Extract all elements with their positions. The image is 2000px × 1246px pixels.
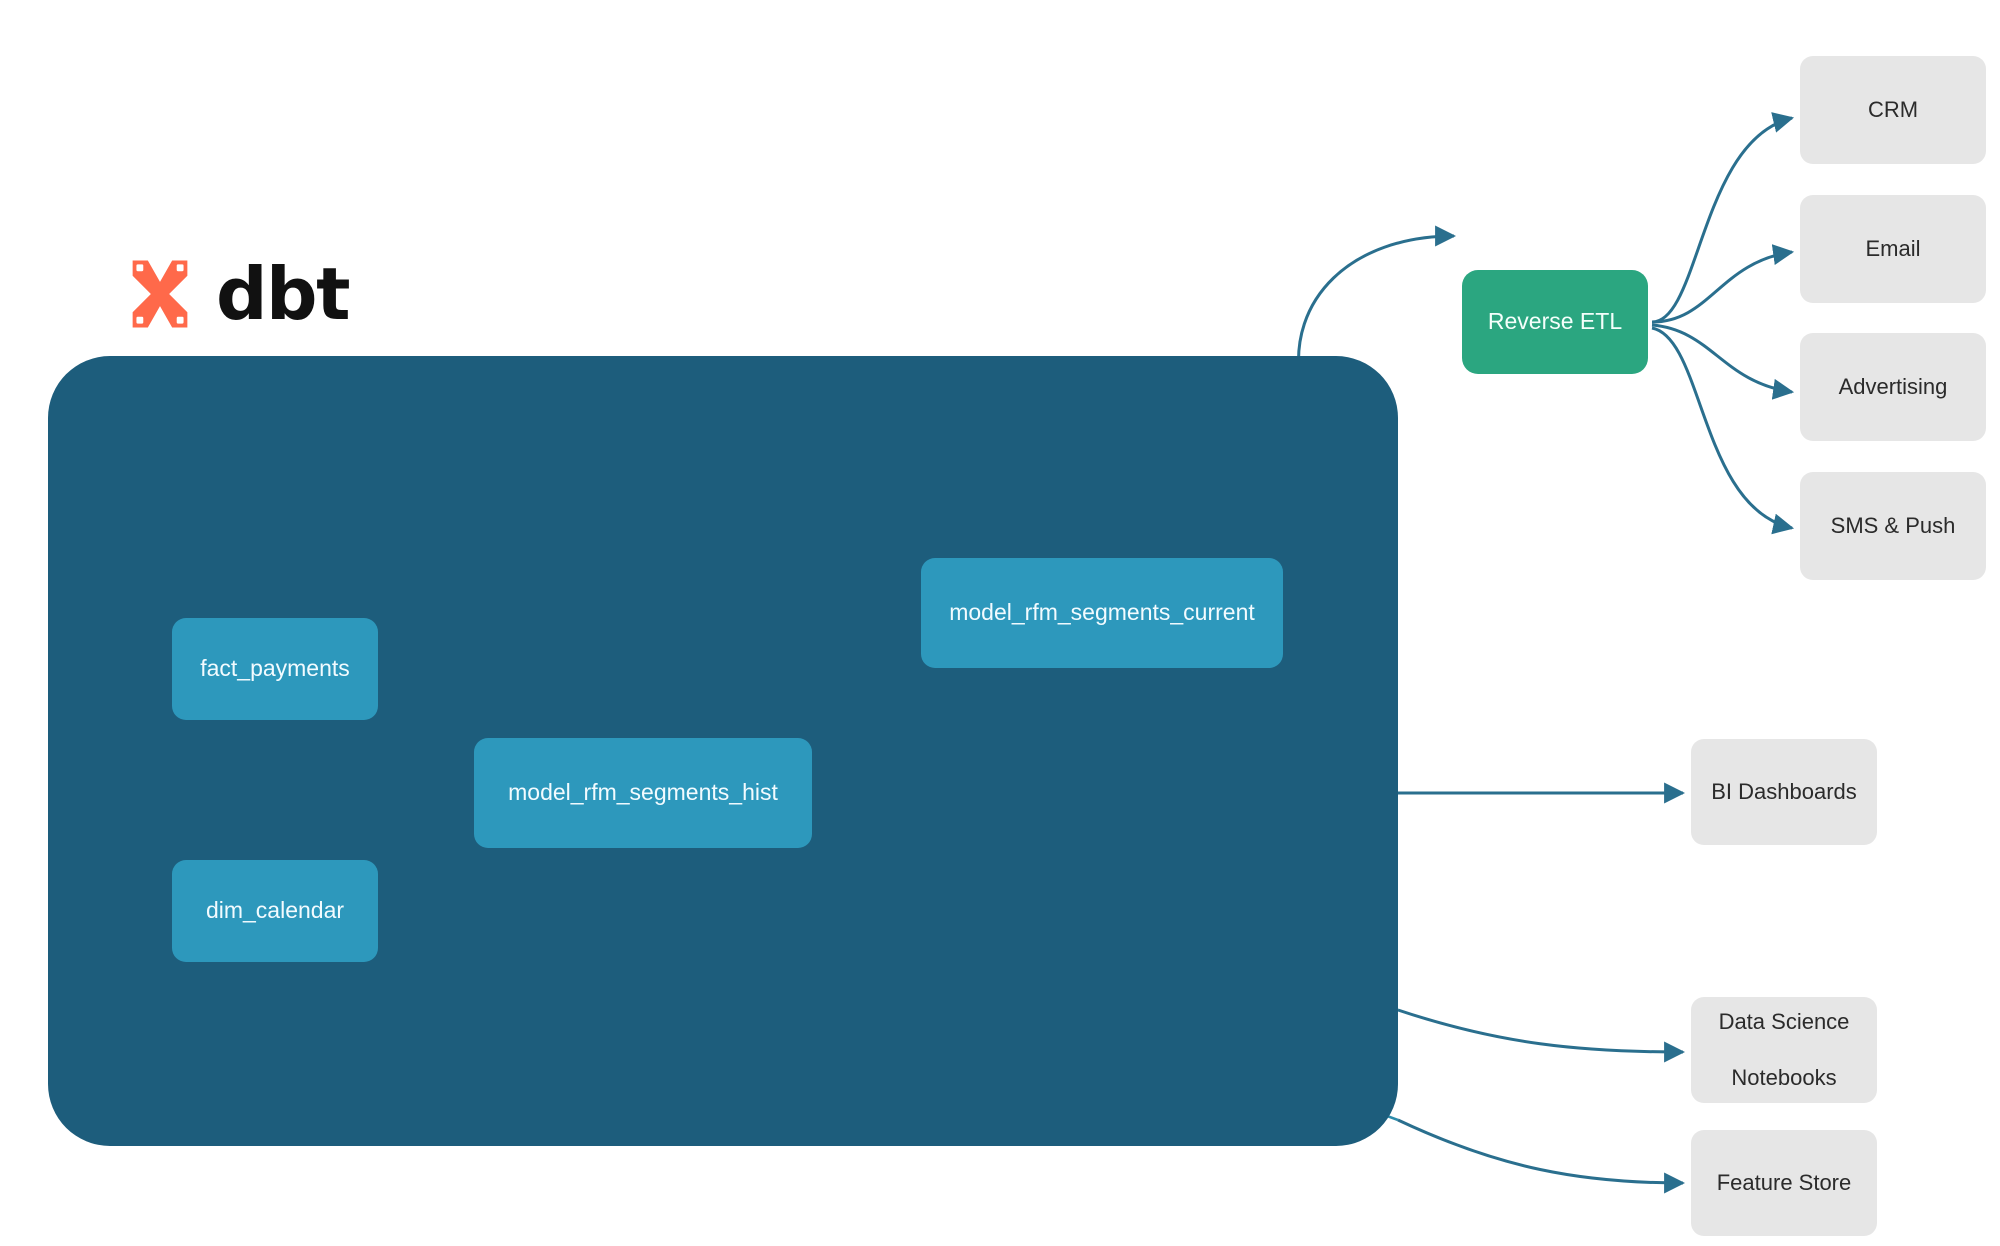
node-label: Email <box>1865 235 1921 261</box>
node-bi-dashboards[interactable]: BI Dashboards <box>1691 739 1877 845</box>
node-feature-store[interactable]: Feature Store <box>1691 1130 1877 1236</box>
node-label: CRM <box>1867 96 1919 122</box>
node-model-rfm-segments-current[interactable]: model_rfm_segments_current <box>921 558 1283 668</box>
node-email[interactable]: Email <box>1800 195 1986 303</box>
edge-retl-to-advertising <box>1651 323 1795 400</box>
node-label: BI Dashboards <box>1711 778 1857 804</box>
node-label: model_rfm_segments_current <box>949 599 1255 626</box>
node-fact-payments[interactable]: fact_payments <box>172 618 378 720</box>
node-label: dim_calendar <box>205 897 345 924</box>
edge-retl-to-crm <box>1651 112 1795 324</box>
node-model-rfm-segments-hist[interactable]: model_rfm_segments_hist <box>474 738 812 848</box>
node-label-wrap: Data Science Notebooks <box>1719 1008 1850 1092</box>
node-label: Reverse ETL <box>1487 308 1623 335</box>
dbt-brand-lockup: dbt <box>122 252 351 336</box>
node-reverse-etl[interactable]: Reverse ETL <box>1462 270 1648 374</box>
node-label: fact_payments <box>200 655 350 682</box>
dbt-logo-icon <box>132 260 188 328</box>
edge-to-feature-store <box>1397 1118 1686 1194</box>
node-crm[interactable]: CRM <box>1800 56 1986 164</box>
node-advertising[interactable]: Advertising <box>1800 333 1986 441</box>
node-sms-push[interactable]: SMS & Push <box>1800 472 1986 580</box>
node-data-science-notebooks[interactable]: Data Science Notebooks <box>1691 997 1877 1103</box>
edge-to-ds-notebooks <box>1397 1008 1686 1063</box>
node-label: model_rfm_segments_hist <box>508 779 778 806</box>
node-label-line-1: Data Science <box>1718 1008 1850 1034</box>
node-label-line-2: Notebooks <box>1731 1065 1837 1091</box>
edge-retl-to-sms-push <box>1651 326 1795 535</box>
node-dim-calendar[interactable]: dim_calendar <box>172 860 378 962</box>
node-label: Feature Store <box>1716 1169 1852 1195</box>
node-label: Advertising <box>1838 373 1948 399</box>
edge-retl-to-email <box>1651 244 1795 324</box>
dbt-wordmark: dbt <box>216 252 351 336</box>
node-label: SMS & Push <box>1830 512 1956 538</box>
